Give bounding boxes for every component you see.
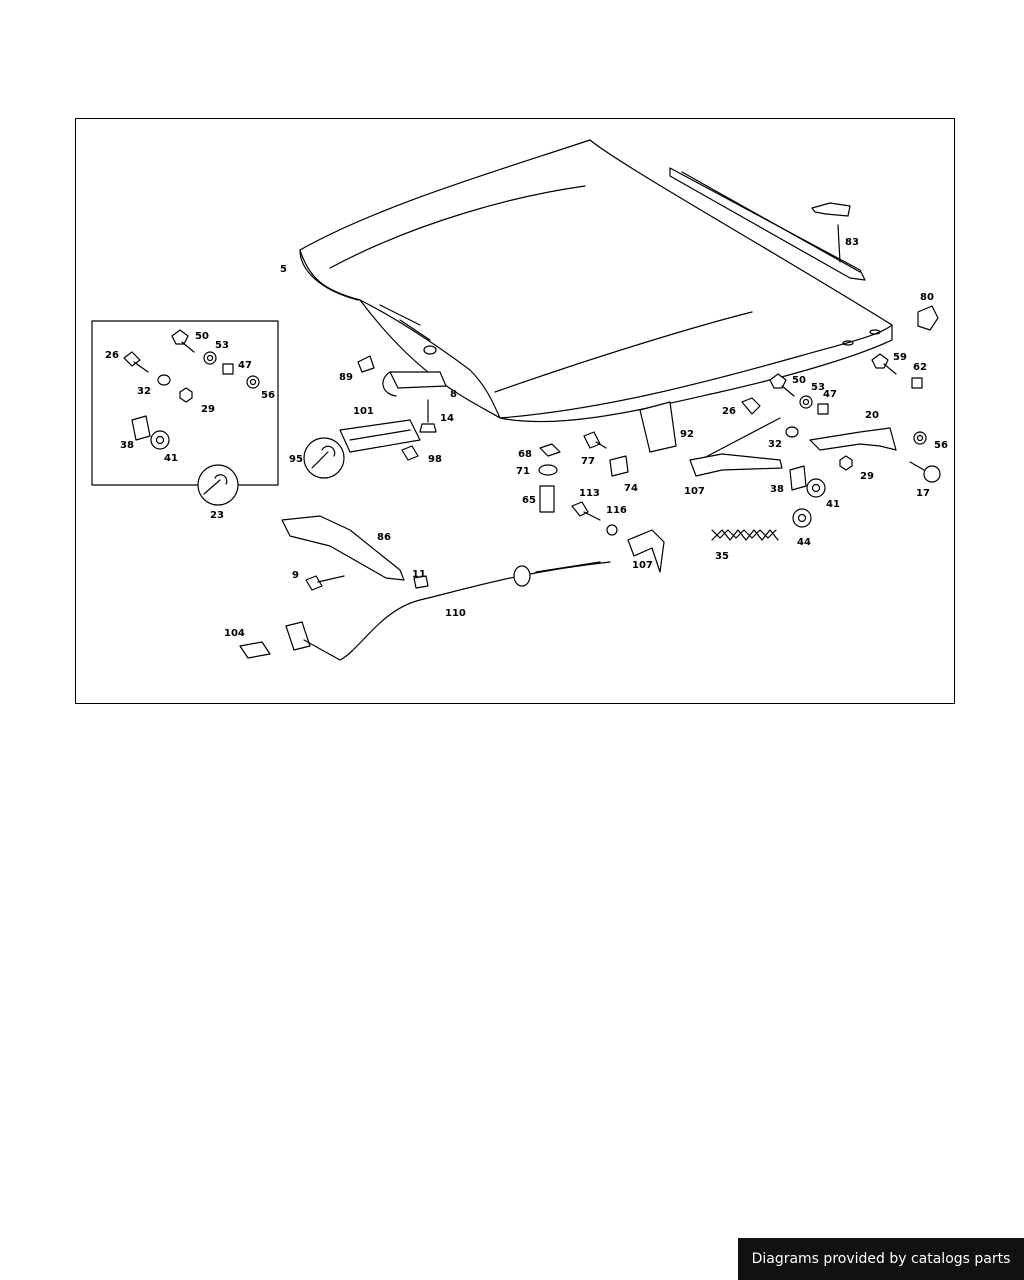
callout-label: 89	[339, 372, 353, 383]
callout-label: 107	[632, 560, 653, 571]
callout-label: 92	[680, 429, 694, 440]
credit-banner: Diagrams provided by catalogs parts	[738, 1238, 1024, 1280]
panel-92	[639, 401, 677, 453]
bolt-11	[305, 575, 345, 591]
callout-label: 14	[440, 413, 454, 424]
callout-label: 29	[201, 404, 215, 415]
callout-label: 38	[770, 484, 784, 495]
hood-panel	[299, 139, 893, 423]
clip-80	[917, 305, 939, 331]
callout-label: 9	[292, 570, 299, 581]
callout-label: 11	[412, 569, 426, 580]
callout-label: 8	[450, 389, 457, 400]
callout-label: 47	[823, 389, 837, 400]
callout-label: 44	[797, 537, 811, 548]
callout-label: 71	[516, 466, 530, 477]
callout-label: 107	[684, 486, 705, 497]
callout-label: 59	[893, 352, 907, 363]
callout-label: 47	[238, 360, 252, 371]
bolt-98	[401, 445, 419, 461]
wrench-95	[303, 437, 345, 479]
callout-label: 53	[811, 382, 825, 393]
callout-label: 95	[289, 454, 303, 465]
callout-label: 62	[913, 362, 927, 373]
callout-labels: 5 83 80 50 53 26 47 32 56 29 38 41 23 89…	[105, 237, 948, 639]
callout-label: 86	[377, 532, 391, 543]
callout-label: 56	[934, 440, 948, 451]
callout-label: 5	[280, 264, 287, 275]
callout-label: 26	[105, 350, 119, 361]
callout-label: 65	[522, 495, 536, 506]
callout-label: 38	[120, 440, 134, 451]
callout-label: 101	[353, 406, 374, 417]
hinge-bracket-8	[382, 371, 447, 397]
callout-label: 68	[518, 449, 532, 460]
callout-label: 41	[164, 453, 178, 464]
seal-strip	[669, 167, 866, 281]
right-hardware	[741, 353, 941, 528]
callout-label: 113	[579, 488, 600, 499]
callout-label: 110	[445, 608, 466, 619]
callout-label: 20	[865, 410, 879, 421]
callout-label: 50	[792, 375, 806, 386]
rail-bracket-9	[281, 515, 405, 581]
spring-44	[711, 529, 779, 541]
callout-label: 116	[606, 505, 627, 516]
callout-label: 26	[722, 406, 736, 417]
bracket-101	[339, 419, 421, 453]
callout-label: 104	[224, 628, 245, 639]
callout-label: 17	[916, 488, 930, 499]
callout-label: 35	[715, 551, 729, 562]
clip-110	[413, 575, 429, 589]
callout-label: 53	[215, 340, 229, 351]
inset-parts-box	[91, 320, 279, 506]
callout-label: 74	[624, 483, 638, 494]
clip-89	[357, 355, 375, 373]
latch-lever-17	[689, 417, 783, 477]
callout-label: 50	[195, 331, 209, 342]
callout-label: 32	[137, 386, 151, 397]
callout-label: 56	[261, 390, 275, 401]
callout-label: 77	[581, 456, 595, 467]
center-hardware	[538, 431, 665, 573]
callout-label: 41	[826, 499, 840, 510]
release-cable-104	[239, 561, 611, 661]
callout-label: 32	[768, 439, 782, 450]
callout-label: 23	[210, 510, 224, 521]
callout-label: 29	[860, 471, 874, 482]
callout-label: 83	[845, 237, 859, 248]
screw-14	[419, 399, 437, 433]
callout-label: 80	[920, 292, 934, 303]
callout-label: 98	[428, 454, 442, 465]
